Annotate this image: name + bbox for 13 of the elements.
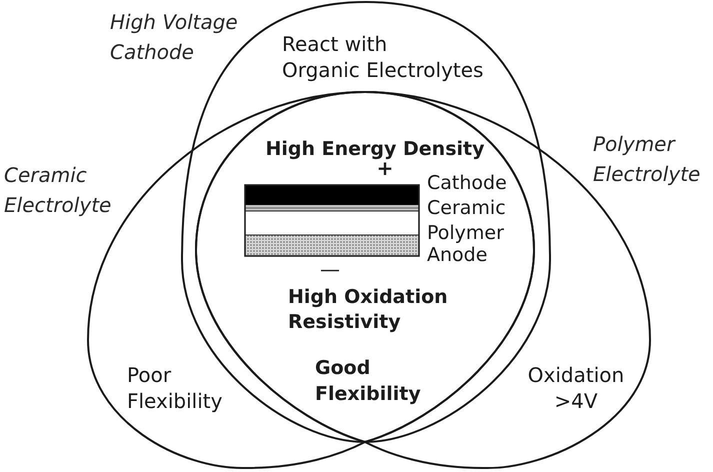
polarity-sign: — bbox=[320, 257, 340, 281]
property-text: Poor Flexibility bbox=[127, 362, 222, 414]
layer-label: Polymer bbox=[427, 222, 504, 244]
property-text: High Oxidation Resistivity bbox=[288, 285, 448, 335]
set-title: High Voltage Cathode bbox=[110, 9, 238, 66]
layer-label: Cathode bbox=[427, 172, 507, 194]
property-text: React with Organic Electrolytes bbox=[282, 31, 484, 83]
set-title: Polymer Electrolyte bbox=[593, 131, 700, 188]
property-text: Good Flexibility bbox=[315, 356, 421, 407]
layer-label: Ceramic bbox=[427, 197, 506, 219]
property-text: Oxidation >4V bbox=[528, 362, 624, 414]
set-title: Ceramic Electrolyte bbox=[4, 162, 112, 219]
layer-label: Anode bbox=[427, 244, 488, 266]
